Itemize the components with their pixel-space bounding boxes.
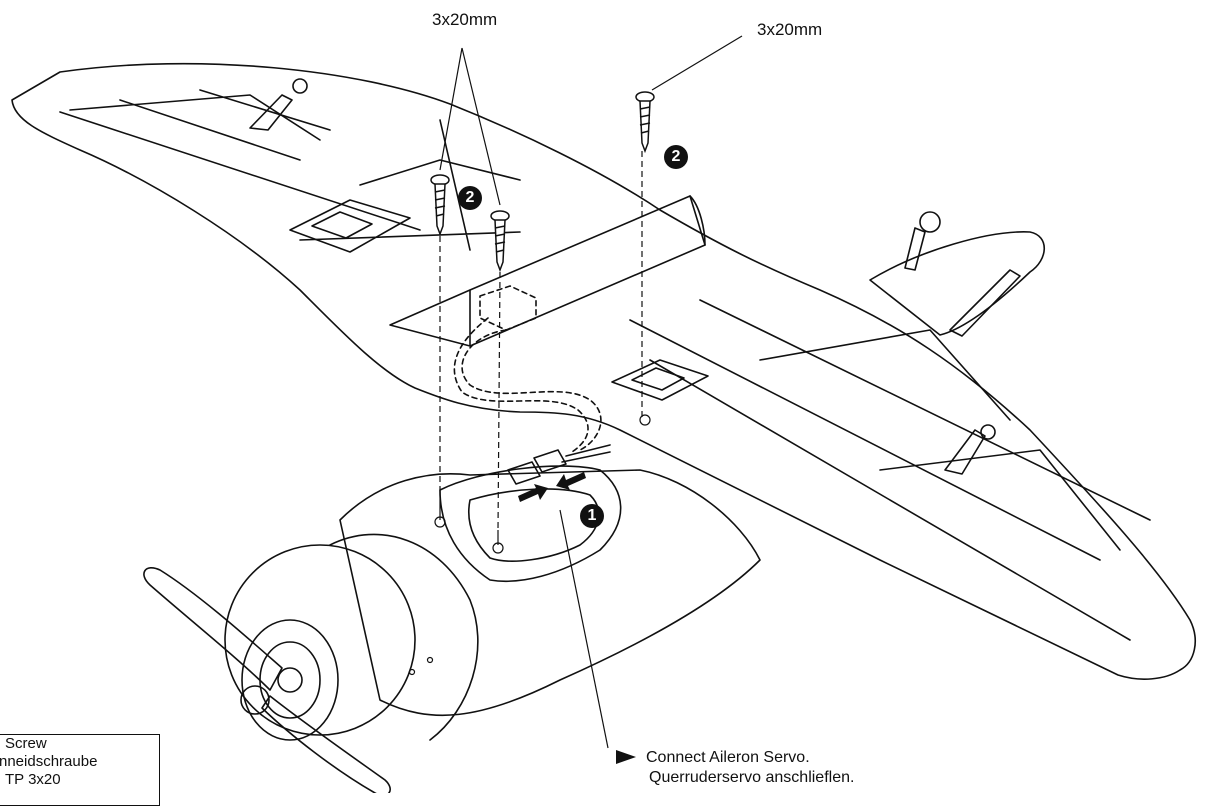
- legend-line-3: TP 3x20: [5, 771, 61, 788]
- legend-line-1: Screw: [5, 735, 47, 752]
- propeller: [143, 567, 283, 691]
- connect-arrow-left: [556, 472, 586, 490]
- step-marker-2-left: 2: [458, 186, 482, 210]
- screw-center: [490, 210, 510, 273]
- wing-outline: [11, 62, 1196, 680]
- servo-plug-a: [507, 461, 541, 485]
- screws: [430, 91, 655, 273]
- right-servo-hatch: [611, 359, 709, 401]
- screw-size-label-left: 3x20mm: [432, 10, 498, 29]
- note-line-2: Querruderservo anschlieflen.: [649, 769, 855, 786]
- step-marker-1: 1: [580, 504, 604, 528]
- connect-servo-note: Connect Aileron Servo. Querruderservo an…: [616, 748, 854, 788]
- fuselage: [339, 469, 761, 717]
- legend-line-2: nneidschraube: [0, 753, 98, 770]
- servo-plug-b: [533, 449, 567, 473]
- step-marker-2-right: 2: [664, 145, 688, 169]
- left-servo-hatch: [289, 199, 411, 253]
- right-control-horn: [944, 429, 986, 475]
- connect-arrow-right: [518, 484, 548, 502]
- screw-right: [635, 91, 655, 154]
- screw-size-label-right: 3x20mm: [757, 20, 823, 39]
- tail-fin: [869, 231, 1045, 336]
- pointer-triangle-icon: [616, 750, 636, 764]
- fuselage-opening: [439, 465, 622, 583]
- screw-legend-box: Screw nneidschraube TP 3x20: [0, 734, 160, 806]
- left-control-horn: [249, 94, 293, 131]
- screw-left: [430, 174, 450, 237]
- note-line-1: Connect Aileron Servo.: [646, 749, 810, 766]
- motor-cowl: [224, 544, 416, 736]
